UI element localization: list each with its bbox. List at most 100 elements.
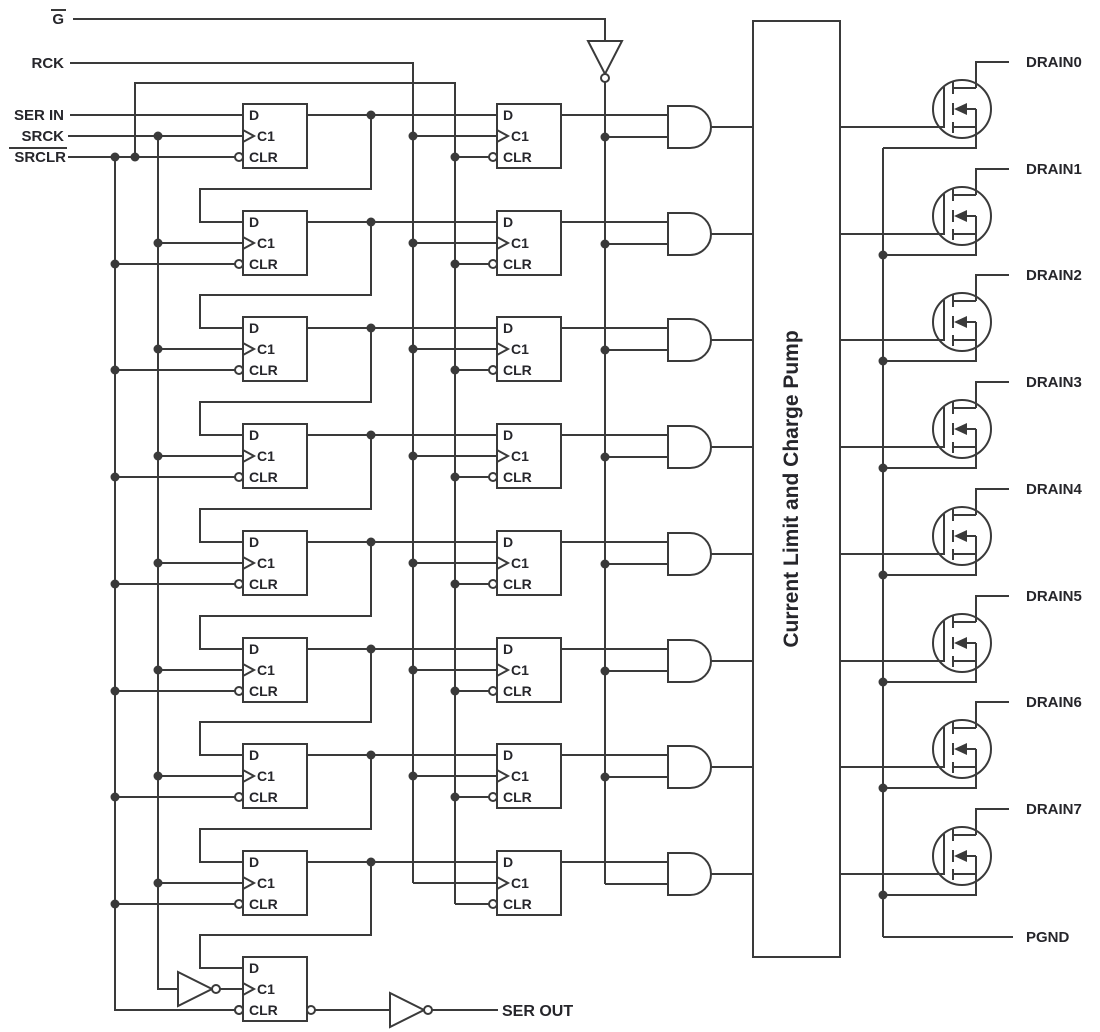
junction-dot <box>153 238 163 248</box>
ff-pin-label-d: D <box>249 960 259 976</box>
body-diode-arrow <box>954 850 967 862</box>
junction-dot <box>110 472 120 482</box>
g-input-wire <box>73 18 606 41</box>
and-gate <box>667 745 712 789</box>
source-wire <box>883 429 977 469</box>
clock-edge-triangle <box>496 341 511 357</box>
junction-dots <box>110 110 888 909</box>
ff-pin-label-d: D <box>503 214 513 230</box>
ff-pin-label-c1: C1 <box>511 448 529 464</box>
junction-dot <box>110 152 120 162</box>
junction-dot <box>153 344 163 354</box>
block-label: Current Limit and Charge Pump <box>780 330 803 647</box>
clock-edge-triangle <box>496 448 511 464</box>
mosfet-body-circle <box>932 399 992 459</box>
junction-dot <box>366 217 376 227</box>
clock-edge-triangle <box>242 128 257 144</box>
junction-dot <box>366 857 376 867</box>
drain-label-3: DRAIN3 <box>1026 374 1082 391</box>
clock-edge-triangle <box>496 128 511 144</box>
junction-dot <box>153 131 163 141</box>
body-diode-arrow <box>954 423 967 435</box>
drain-wire <box>975 488 1009 515</box>
ff-pin-label-d: D <box>249 427 259 443</box>
junction-dot <box>878 356 888 366</box>
mosfet-6 <box>932 719 992 779</box>
drain-label-1: DRAIN1 <box>1026 161 1082 178</box>
inversion-bubble <box>488 365 498 375</box>
mosfet-7 <box>932 826 992 886</box>
junction-dot <box>600 666 610 676</box>
feedback-loop-wire <box>199 222 372 329</box>
input-label-rck: RCK <box>32 55 65 72</box>
ff-pin-label-clr: CLR <box>503 896 532 912</box>
inversion-bubble <box>234 792 244 802</box>
ser-out-label: SER OUT <box>502 1003 573 1020</box>
junction-dot <box>153 771 163 781</box>
junction-dot <box>408 558 418 568</box>
junction-dot <box>878 463 888 473</box>
junction-dot <box>450 152 460 162</box>
ff-pin-label-c1: C1 <box>257 875 275 891</box>
ff-pin-label-c1: C1 <box>257 555 275 571</box>
ff-pin-label-d: D <box>503 641 513 657</box>
mosfet-body-circle <box>932 506 992 566</box>
junction-dot <box>878 783 888 793</box>
feedback-loop-wire <box>199 862 372 969</box>
junction-dot <box>366 750 376 760</box>
ff-pin-label-d: D <box>249 854 259 870</box>
junction-dot <box>878 890 888 900</box>
ff-pin-label-c1: C1 <box>257 768 275 784</box>
inversion-bubble <box>488 259 498 269</box>
clock-edge-triangle <box>242 981 257 997</box>
body-diode-arrow <box>954 530 967 542</box>
ff-pin-label-clr: CLR <box>249 256 278 272</box>
inverter <box>586 40 624 77</box>
body-diode-arrow <box>954 316 967 328</box>
junction-dot <box>878 570 888 580</box>
source-wire <box>883 536 977 576</box>
junction-dot <box>600 559 610 569</box>
clock-edge-triangle <box>242 341 257 357</box>
junction-dot <box>408 665 418 675</box>
junction-dot <box>450 579 460 589</box>
ff-pin-label-c1: C1 <box>511 875 529 891</box>
ff-pin-label-c1: C1 <box>511 768 529 784</box>
storage-register-ff-4 <box>496 530 562 596</box>
mosfet-3 <box>932 399 992 459</box>
junction-dot <box>878 250 888 260</box>
clock-edge-triangle <box>496 662 511 678</box>
junction-dot <box>130 152 140 162</box>
junction-dot <box>450 792 460 802</box>
junction-dot <box>366 110 376 120</box>
input-label-srclr: SRCLR <box>14 149 66 166</box>
ff-pin-label-d: D <box>249 214 259 230</box>
inversion-bubble <box>234 1005 244 1015</box>
and-gate <box>667 212 712 256</box>
ff-pin-label-d: D <box>503 747 513 763</box>
ff-pin-label-clr: CLR <box>503 362 532 378</box>
input-label-g: G <box>52 11 64 28</box>
junction-dot <box>408 451 418 461</box>
ff-pin-label-d: D <box>503 427 513 443</box>
junction-dot <box>366 323 376 333</box>
source-wire <box>883 322 977 362</box>
junction-dot <box>366 644 376 654</box>
junction-dot <box>878 677 888 687</box>
source-wire <box>883 643 977 683</box>
drain-label-0: DRAIN0 <box>1026 54 1082 71</box>
inverter <box>389 991 427 1029</box>
mosfet-body-circle <box>932 826 992 886</box>
mosfet-2 <box>932 292 992 352</box>
junction-dot <box>110 259 120 269</box>
feedback-loop-wire <box>199 115 372 223</box>
ff-pin-label-clr: CLR <box>503 469 532 485</box>
srclr-bus <box>114 157 235 1011</box>
and-gate <box>667 639 712 683</box>
clock-edge-triangle <box>496 235 511 251</box>
feedback-loop-wire <box>199 328 372 436</box>
mosfet-5 <box>932 613 992 673</box>
mosfet-4 <box>932 506 992 566</box>
ff-pin-label-c1: C1 <box>511 128 529 144</box>
